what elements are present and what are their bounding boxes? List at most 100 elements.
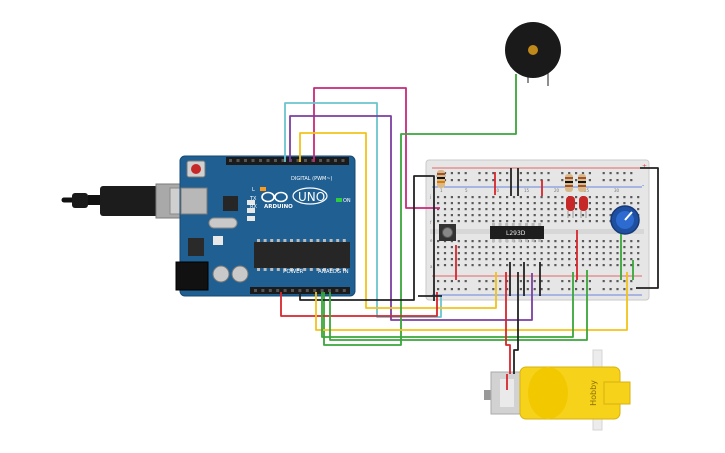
breadboard-hole	[471, 196, 474, 199]
breadboard-hole	[533, 202, 536, 205]
rail-hole	[540, 172, 543, 175]
breadboard-hole	[568, 220, 571, 223]
breadboard-hole	[533, 264, 536, 267]
breadboard-hole	[464, 196, 467, 199]
chip-leg	[492, 223, 495, 227]
led-l	[260, 187, 266, 191]
breadboard-hole	[533, 258, 536, 261]
mcu-pin	[342, 239, 346, 242]
column-numbers: 1 5 10 15 20 25 30	[440, 188, 620, 193]
breadboard-hole	[609, 258, 612, 261]
wire-green-a	[321, 272, 574, 338]
on-led	[336, 198, 342, 202]
breadboard-hole	[588, 246, 591, 249]
rail-hole	[443, 288, 447, 291]
breadboard-hole	[533, 196, 536, 199]
breadboard-hole	[602, 214, 605, 217]
breadboard-hole	[561, 240, 564, 243]
svg-text:f: f	[430, 220, 432, 225]
breadboard-hole	[485, 240, 488, 243]
breadboard-hole	[540, 196, 543, 199]
breadboard-hole	[457, 202, 460, 205]
breadboard-hole	[471, 264, 474, 267]
breadboard-hole	[499, 202, 502, 205]
mcu-pin	[263, 268, 267, 271]
mcu-pin	[283, 268, 287, 271]
chip-leg	[505, 223, 509, 227]
breadboard-hole	[588, 258, 591, 261]
breadboard-hole	[464, 258, 467, 261]
breadboard-hole	[492, 264, 495, 267]
rail-hole	[492, 179, 495, 182]
chip-leg	[511, 223, 515, 227]
breadboard-hole	[443, 202, 447, 205]
breadboard-hole	[464, 214, 467, 217]
breadboard-hole	[540, 264, 543, 267]
breadboard-hole	[492, 246, 495, 249]
rail-hole	[623, 288, 626, 291]
rail-hole	[561, 288, 564, 291]
rail-hole	[499, 172, 502, 175]
header-pin	[342, 289, 346, 292]
rail-hole	[506, 280, 509, 283]
breadboard-hole	[581, 220, 585, 223]
breadboard-hole	[637, 240, 640, 243]
header-pin	[274, 159, 277, 162]
breadboard-hole	[554, 240, 557, 243]
rail-hole	[464, 172, 467, 175]
breadboard-hole	[547, 202, 550, 205]
chip-leg	[511, 238, 515, 242]
mcu-pin	[303, 239, 307, 242]
piezo-buzzer	[505, 22, 561, 86]
breadboard-hole	[519, 196, 522, 199]
header-pin	[291, 289, 294, 292]
breadboard-hole	[547, 252, 550, 255]
rail-hole	[485, 288, 488, 291]
led-l-label: L	[252, 187, 255, 193]
chip-leg	[538, 223, 542, 227]
breadboard-hole	[568, 258, 571, 261]
breadboard-hole	[588, 264, 591, 267]
breadboard-hole	[623, 258, 626, 261]
breadboard-hole	[595, 264, 598, 267]
rail-hole	[609, 179, 612, 182]
rail-hole	[540, 280, 543, 283]
rail-hole	[457, 172, 460, 175]
breadboard-hole	[602, 208, 605, 211]
header-pin	[313, 289, 317, 292]
breadboard-hole	[485, 246, 488, 249]
breadboard-hole	[568, 246, 571, 249]
potentiometer[interactable]	[610, 205, 640, 235]
pushbutton[interactable]	[439, 224, 456, 241]
header-pin	[266, 159, 270, 162]
breadboard-hole	[547, 246, 550, 249]
breadboard-hole	[457, 252, 460, 255]
mcu-pin	[270, 268, 274, 271]
breadboard-hole	[443, 246, 447, 249]
breadboard-hole	[554, 202, 557, 205]
wire-yellow-top	[299, 132, 497, 309]
mcu-pin	[329, 268, 333, 271]
breadboard-hole	[457, 264, 460, 267]
breadboard-hole	[457, 196, 460, 199]
svg-text:25: 25	[584, 188, 590, 193]
breadboard-hole	[526, 258, 529, 261]
breadboard-hole	[512, 196, 516, 199]
led-red-2	[579, 196, 588, 218]
breadboard-hole	[561, 214, 564, 217]
breadboard-hole	[595, 246, 598, 249]
breadboard-hole	[609, 202, 612, 205]
mcu-pin	[290, 268, 293, 271]
rail-hole	[623, 179, 626, 182]
breadboard-hole	[457, 246, 460, 249]
breadboard-hole	[492, 258, 495, 261]
breadboard-hole	[630, 240, 633, 243]
breadboard-hole	[554, 246, 557, 249]
breadboard-hole	[602, 240, 605, 243]
breadboard-hole	[443, 240, 447, 243]
mcu-pin	[316, 268, 320, 271]
breadboard-hole	[561, 202, 564, 205]
breadboard-hole	[547, 208, 550, 211]
breadboard-hole	[609, 208, 612, 211]
breadboard-hole	[450, 214, 453, 217]
